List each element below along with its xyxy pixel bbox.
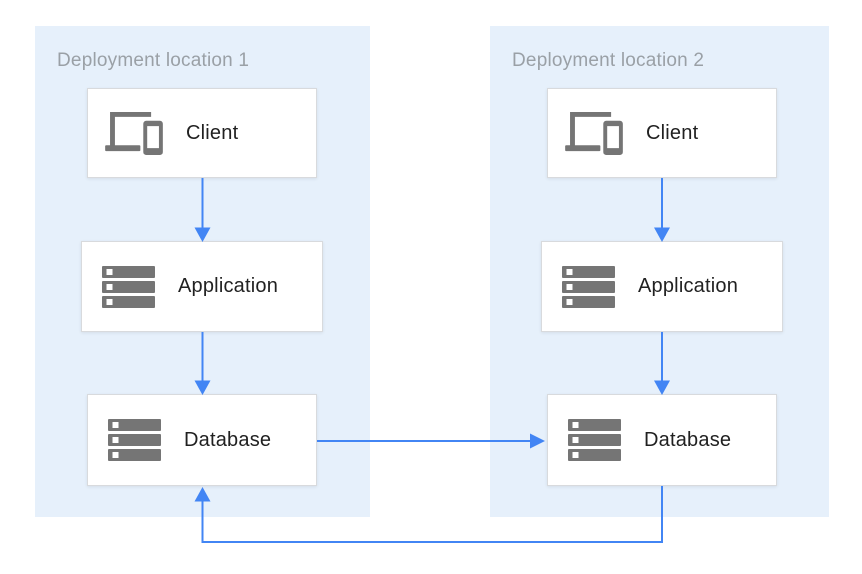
node-label: Database [184, 428, 272, 451]
node-client-2: Client [547, 88, 777, 178]
node-label: Application [178, 275, 279, 297]
server-stack-icon [102, 265, 155, 308]
node-database-1: Database [87, 394, 317, 486]
client-devices-icon [105, 111, 163, 155]
node-label: Client [646, 121, 699, 144]
node-application-1: Application [81, 241, 323, 332]
node-label: Database [644, 428, 732, 451]
node-label: Application [638, 275, 739, 297]
panel-label-2: Deployment location 2 [512, 50, 705, 71]
node-label: Client [186, 121, 239, 144]
node-database-2: Database [547, 394, 777, 486]
node-client-1: Client [87, 88, 317, 178]
panel-label-1: Deployment location 1 [57, 50, 250, 71]
server-stack-icon [562, 265, 615, 308]
server-stack-icon [108, 419, 161, 461]
server-stack-icon [568, 419, 621, 461]
client-devices-icon [565, 111, 623, 155]
node-application-2: Application [541, 241, 783, 332]
